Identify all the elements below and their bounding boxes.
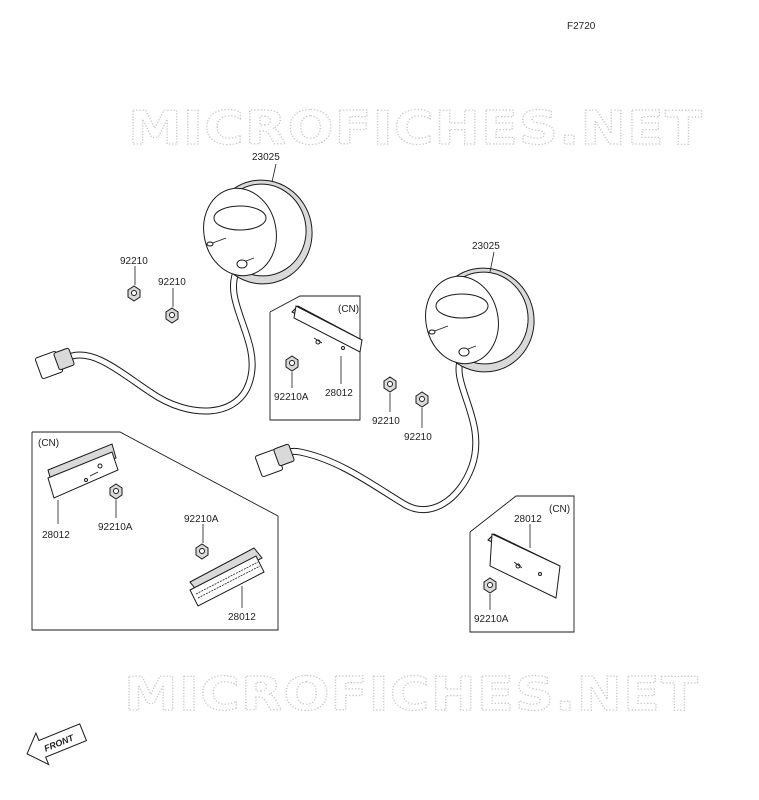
label-nut-right-2: 92210	[404, 432, 432, 443]
lamp-left	[68, 179, 313, 415]
label-lamp-right: 23025	[472, 241, 500, 252]
label-nut-left-2: 92210	[158, 277, 186, 288]
label-cn-box-center: (CN)	[338, 304, 359, 315]
label-nut-center: 92210A	[274, 392, 309, 403]
label-reflector-right: 28012	[514, 514, 542, 525]
label-lamp-left: 23025	[252, 152, 280, 163]
reflector-left-small	[47, 443, 119, 499]
label-nut-right-box: 92210A	[474, 614, 509, 625]
label-reflector-center: 28012	[325, 388, 353, 399]
label-cn-box-left: (CN)	[38, 438, 59, 449]
reflector-center	[291, 305, 363, 353]
nut-right-2	[415, 391, 429, 408]
label-nut-left-large: 92210A	[184, 514, 219, 525]
label-nut-left-small: 92210A	[98, 522, 133, 533]
lamp-right	[276, 267, 535, 514]
label-nut-left-1: 92210	[120, 256, 148, 267]
label-cn-box-right: (CN)	[549, 504, 570, 515]
connector-right	[254, 443, 295, 478]
reflector-left-large	[189, 547, 265, 607]
reflector-right	[487, 533, 561, 599]
nut-right-1	[383, 376, 397, 393]
nut-left-1	[127, 285, 141, 302]
nut-left-large	[195, 543, 209, 560]
figure-number: F2720	[567, 21, 596, 32]
watermark-bottom: MICROFICHES.NET	[124, 667, 699, 721]
nut-center	[285, 355, 299, 372]
front-arrow: FRONT	[26, 723, 88, 766]
connector-left	[34, 347, 75, 380]
cn-box-center	[269, 295, 361, 421]
watermark-top: MICROFICHES.NET	[128, 101, 703, 155]
nut-right-box	[483, 577, 497, 594]
cn-box-left	[31, 431, 279, 631]
cn-box-right	[469, 495, 575, 633]
nut-left-2	[165, 307, 179, 324]
label-reflector-left-small: 28012	[42, 530, 70, 541]
nut-left-small	[109, 483, 123, 500]
label-nut-right-1: 92210	[372, 416, 400, 427]
label-reflector-left-large: 28012	[228, 612, 256, 623]
